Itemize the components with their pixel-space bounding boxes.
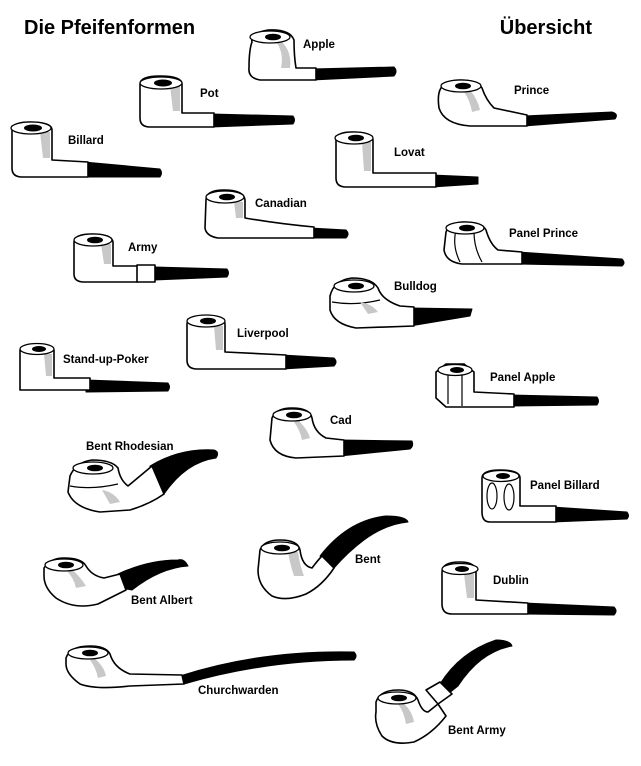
pipe-bent: Bent — [257, 515, 409, 600]
pipe-label-stand-up-poker: Stand-up-Poker — [63, 354, 149, 366]
pipe-army: Army — [73, 233, 229, 283]
pipe-label-bent-rhodesian: Bent Rhodesian — [86, 441, 174, 453]
pipe-canadian: Canadian — [204, 189, 349, 239]
pipe-cad: Cad — [269, 407, 414, 459]
pipe-label-army: Army — [128, 242, 158, 254]
pipe-apple: Apple — [248, 29, 397, 81]
pipe-label-bent: Bent — [355, 554, 381, 566]
pipe-panel-prince: Panel Prince — [443, 221, 625, 267]
pipe-label-panel-billard: Panel Billard — [530, 480, 600, 492]
pipe-bent-army: Bent Army — [374, 639, 513, 744]
pipe-label-bent-army: Bent Army — [448, 725, 506, 737]
pipe-bulldog: Bulldog — [329, 277, 473, 329]
pipe-bent-albert: Bent Albert — [43, 557, 193, 607]
pipe-dublin: Dublin — [441, 561, 617, 616]
pipe-panel-apple: Panel Apple — [435, 363, 599, 408]
pipe-prince: Prince — [437, 79, 617, 127]
pipe-billard: Billard — [10, 121, 162, 178]
pipe-label-apple: Apple — [303, 39, 335, 51]
pipe-lovat: Lovat — [334, 131, 479, 188]
pipe-label-panel-apple: Panel Apple — [490, 372, 555, 384]
pipe-churchwarden: Churchwarden — [65, 645, 357, 697]
pipe-label-churchwarden: Churchwarden — [198, 685, 279, 697]
pipe-pot: Pot — [139, 75, 295, 128]
pipe-label-cad: Cad — [330, 415, 352, 427]
pipe-label-lovat: Lovat — [394, 147, 425, 159]
pipe-label-bulldog: Bulldog — [394, 281, 437, 293]
pipe-label-prince: Prince — [514, 85, 549, 97]
pipe-label-billard: Billard — [68, 135, 104, 147]
pipe-label-liverpool: Liverpool — [237, 328, 289, 340]
pipe-label-pot: Pot — [200, 88, 219, 100]
pipe-bent-rhodesian: Bent Rhodesian — [67, 441, 219, 513]
chart-title: Die Pfeifenformen — [24, 17, 195, 39]
pipe-liverpool: Liverpool — [186, 314, 337, 370]
pipe-label-panel-prince: Panel Prince — [509, 228, 578, 240]
pipe-label-canadian: Canadian — [255, 198, 307, 210]
pipe-stand-up-poker: Stand-up-Poker — [19, 342, 170, 393]
chart-subtitle: Übersicht — [500, 16, 593, 39]
pipe-label-dublin: Dublin — [493, 575, 529, 587]
pipe-label-bent-albert: Bent Albert — [131, 595, 193, 607]
pipe-panel-billard: Panel Billard — [481, 469, 629, 523]
